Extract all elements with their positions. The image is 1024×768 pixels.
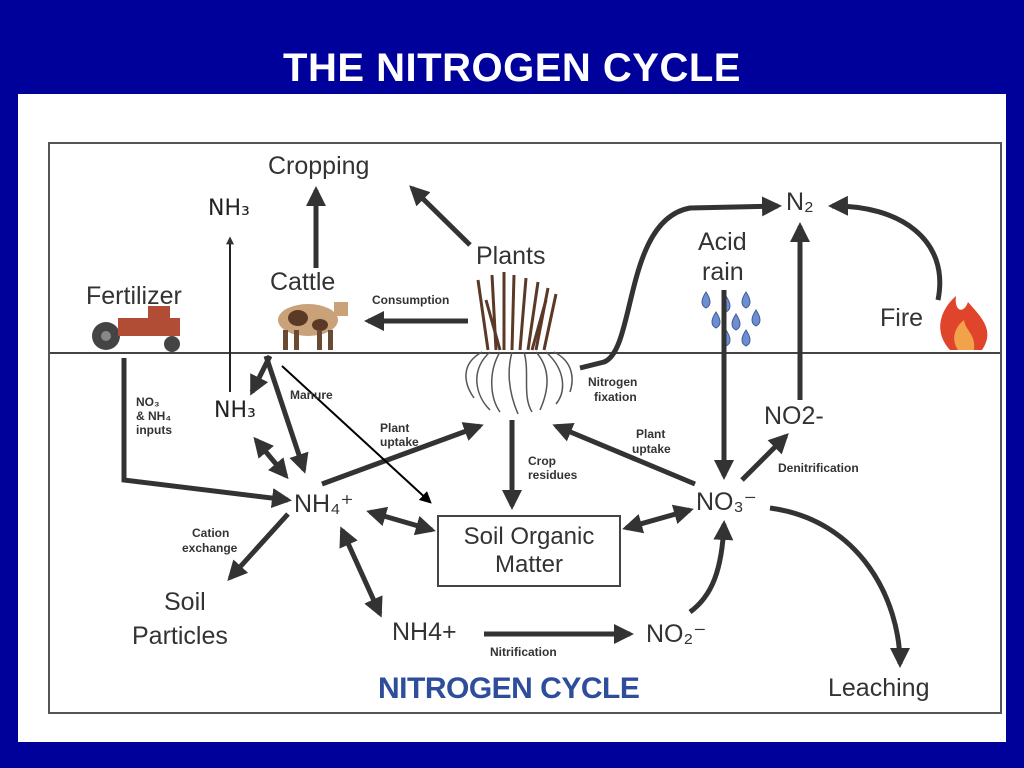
plant-uptake-left-line2: uptake [380,435,419,449]
nh4-plus-label: NH₄⁺ [294,490,354,518]
arrow-nh4-plant-uptake [321,422,484,487]
cation-exchange-line1: Cation [192,526,230,540]
nh3-volatilization-label: NH₃ [208,196,250,221]
cropping-label: Cropping [268,152,370,180]
arrow-leaching [769,505,910,668]
slide-title: THE NITROGEN CYCLE [283,46,741,90]
arrow-manure [263,355,309,474]
diagram-frame [48,142,1002,714]
soil-particles-line1: Soil [164,588,206,616]
acid-rain-label-line2: rain [702,258,744,286]
no3-minus-label: NO₃⁻ [696,488,757,516]
arrow-cation-exchange [227,512,290,581]
diagram-caption: NITROGEN CYCLE [378,672,640,705]
denitrification-label: Denitrification [778,461,859,475]
no2-lower-label: NO₂⁻ [646,620,707,648]
arrow-nitrogen-fixation [579,196,782,371]
fire-label: Fire [880,304,924,332]
manure-label: Manure [290,388,333,402]
plant-uptake-right-line2: uptake [632,442,671,456]
acid-rain-label-line1: Acid [698,228,747,256]
arrow-no3-plant-uptake [552,422,696,487]
plants-label: Plants [476,242,546,270]
arrow-nh4-nh4lower [339,526,383,618]
rain-drops-icon [701,291,761,347]
arrow-plants-to-cropping [409,185,472,247]
fire-icon [940,296,988,350]
arrow-fire-to-n2 [828,195,943,301]
fertilizer-label: Fertilizer [86,282,182,310]
plants-icon [476,272,558,351]
nitrogen-fixation-line2: fixation [594,390,637,404]
inputs-label-line3: inputs [136,423,172,437]
crop-residues-line2: residues [528,468,578,482]
crop-residues-line1: Crop [528,454,556,468]
nitrogen-fixation-line1: Nitrogen [588,375,638,389]
arrow-som-no3 [622,504,694,534]
soil-organic-matter-line2: Matter [494,551,563,578]
arrow-annotation-thin [281,365,432,504]
plant-uptake-right-line1: Plant [636,427,666,441]
arrow-nh4-som [366,506,436,536]
plant-uptake-left-line1: Plant [380,421,410,435]
cow-icon [278,302,348,350]
arrow-no2-to-no3 [688,520,734,615]
nh4-lower-label: NH4+ [392,618,457,646]
cation-exchange-line2: exchange [182,541,238,555]
nh3-soil-label: NH₃ [214,398,256,423]
leaching-label: Leaching [828,674,930,702]
nitrification-label: Nitrification [490,645,557,659]
arrow-nh3-nh4 [253,436,289,480]
arrow-manure-to-nh3 [249,354,273,396]
roots-icon [465,351,573,415]
no2-minus-label: NO2- [764,402,824,430]
soil-organic-matter-box: Soil Organic Matter [437,515,621,587]
arrow-no3-to-no2 [740,433,789,482]
inputs-label-line1: NO₃ [136,395,160,409]
consumption-label: Consumption [372,293,450,307]
cattle-label: Cattle [270,268,336,296]
soil-particles-line2: Particles [132,622,228,650]
tractor-icon [92,306,180,352]
arrow-fertilizer-inputs [121,358,292,508]
inputs-label-line2: & NH₄ [136,409,172,423]
soil-organic-matter-line1: Soil Organic [463,523,595,550]
n2-label: N₂ [786,188,814,216]
cycle-arrows [121,185,943,668]
